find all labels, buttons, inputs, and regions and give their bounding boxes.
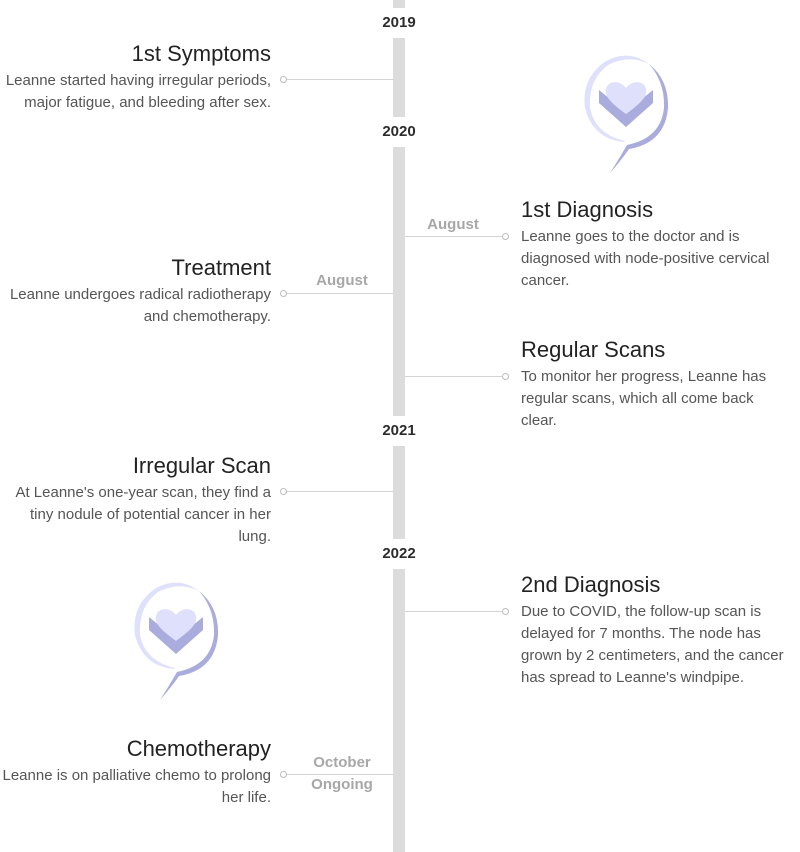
year-marker-2022: 2022 (359, 539, 439, 569)
connector-line (405, 611, 503, 612)
event-1st-diagnosis: 1st Diagnosis Leanne goes to the doctor … (521, 196, 791, 292)
event-date-label: August (427, 216, 479, 233)
connector-line (405, 236, 503, 237)
year-marker-2019: 2019 (359, 8, 439, 38)
event-irregular-scan: Irregular Scan At Leanne's one-year scan… (1, 452, 271, 548)
year-marker-2020: 2020 (359, 117, 439, 147)
event-2nd-diagnosis: 2nd Diagnosis Due to COVID, the follow-u… (521, 571, 791, 689)
event-date-line: October (313, 754, 371, 771)
connector-line (287, 491, 393, 492)
heart-speech-bubble-icon (134, 582, 219, 700)
connector-dot (280, 76, 287, 83)
connector-line (287, 79, 393, 80)
event-description: Leanne started having irregular periods,… (5, 72, 271, 111)
connector-line (287, 293, 393, 294)
event-description: Leanne goes to the doctor and is diagnos… (521, 228, 770, 289)
connector-line (405, 376, 503, 377)
event-description: Leanne undergoes radical radiotherapy an… (9, 286, 271, 325)
event-date-label: August (316, 272, 368, 289)
connector-dot (280, 488, 287, 495)
event-1st-symptoms: 1st Symptoms Leanne started having irreg… (1, 40, 271, 114)
event-regular-scans: Regular Scans To monitor her progress, L… (521, 336, 791, 432)
event-description: At Leanne's one-year scan, they find a t… (15, 484, 271, 545)
event-title: 2nd Diagnosis (521, 572, 661, 597)
connector-dot (502, 233, 509, 240)
event-chemotherapy: Chemotherapy Leanne is on palliative che… (1, 735, 271, 809)
event-description: To monitor her progress, Leanne has regu… (521, 368, 767, 429)
event-title: 1st Diagnosis (521, 197, 654, 222)
connector-dot (280, 771, 287, 778)
event-title: Treatment (171, 255, 271, 280)
event-description: Leanne is on palliative chemo to prolong… (2, 767, 271, 806)
event-title: Regular Scans (521, 337, 666, 362)
connector-line (287, 774, 393, 775)
event-description: Due to COVID, the follow-up scan is dela… (521, 603, 784, 686)
year-marker-2021: 2021 (359, 416, 439, 446)
event-title: 1st Symptoms (131, 41, 271, 66)
connector-dot (502, 608, 509, 615)
event-title: Irregular Scan (132, 453, 271, 478)
connector-dot (502, 373, 509, 380)
heart-speech-bubble-icon (584, 55, 669, 173)
event-treatment: Treatment Leanne undergoes radical radio… (1, 254, 271, 328)
event-date-label: October Ongoing (300, 752, 384, 796)
event-title: Chemotherapy (126, 736, 271, 761)
event-date-line: Ongoing (311, 776, 373, 793)
connector-dot (280, 290, 287, 297)
